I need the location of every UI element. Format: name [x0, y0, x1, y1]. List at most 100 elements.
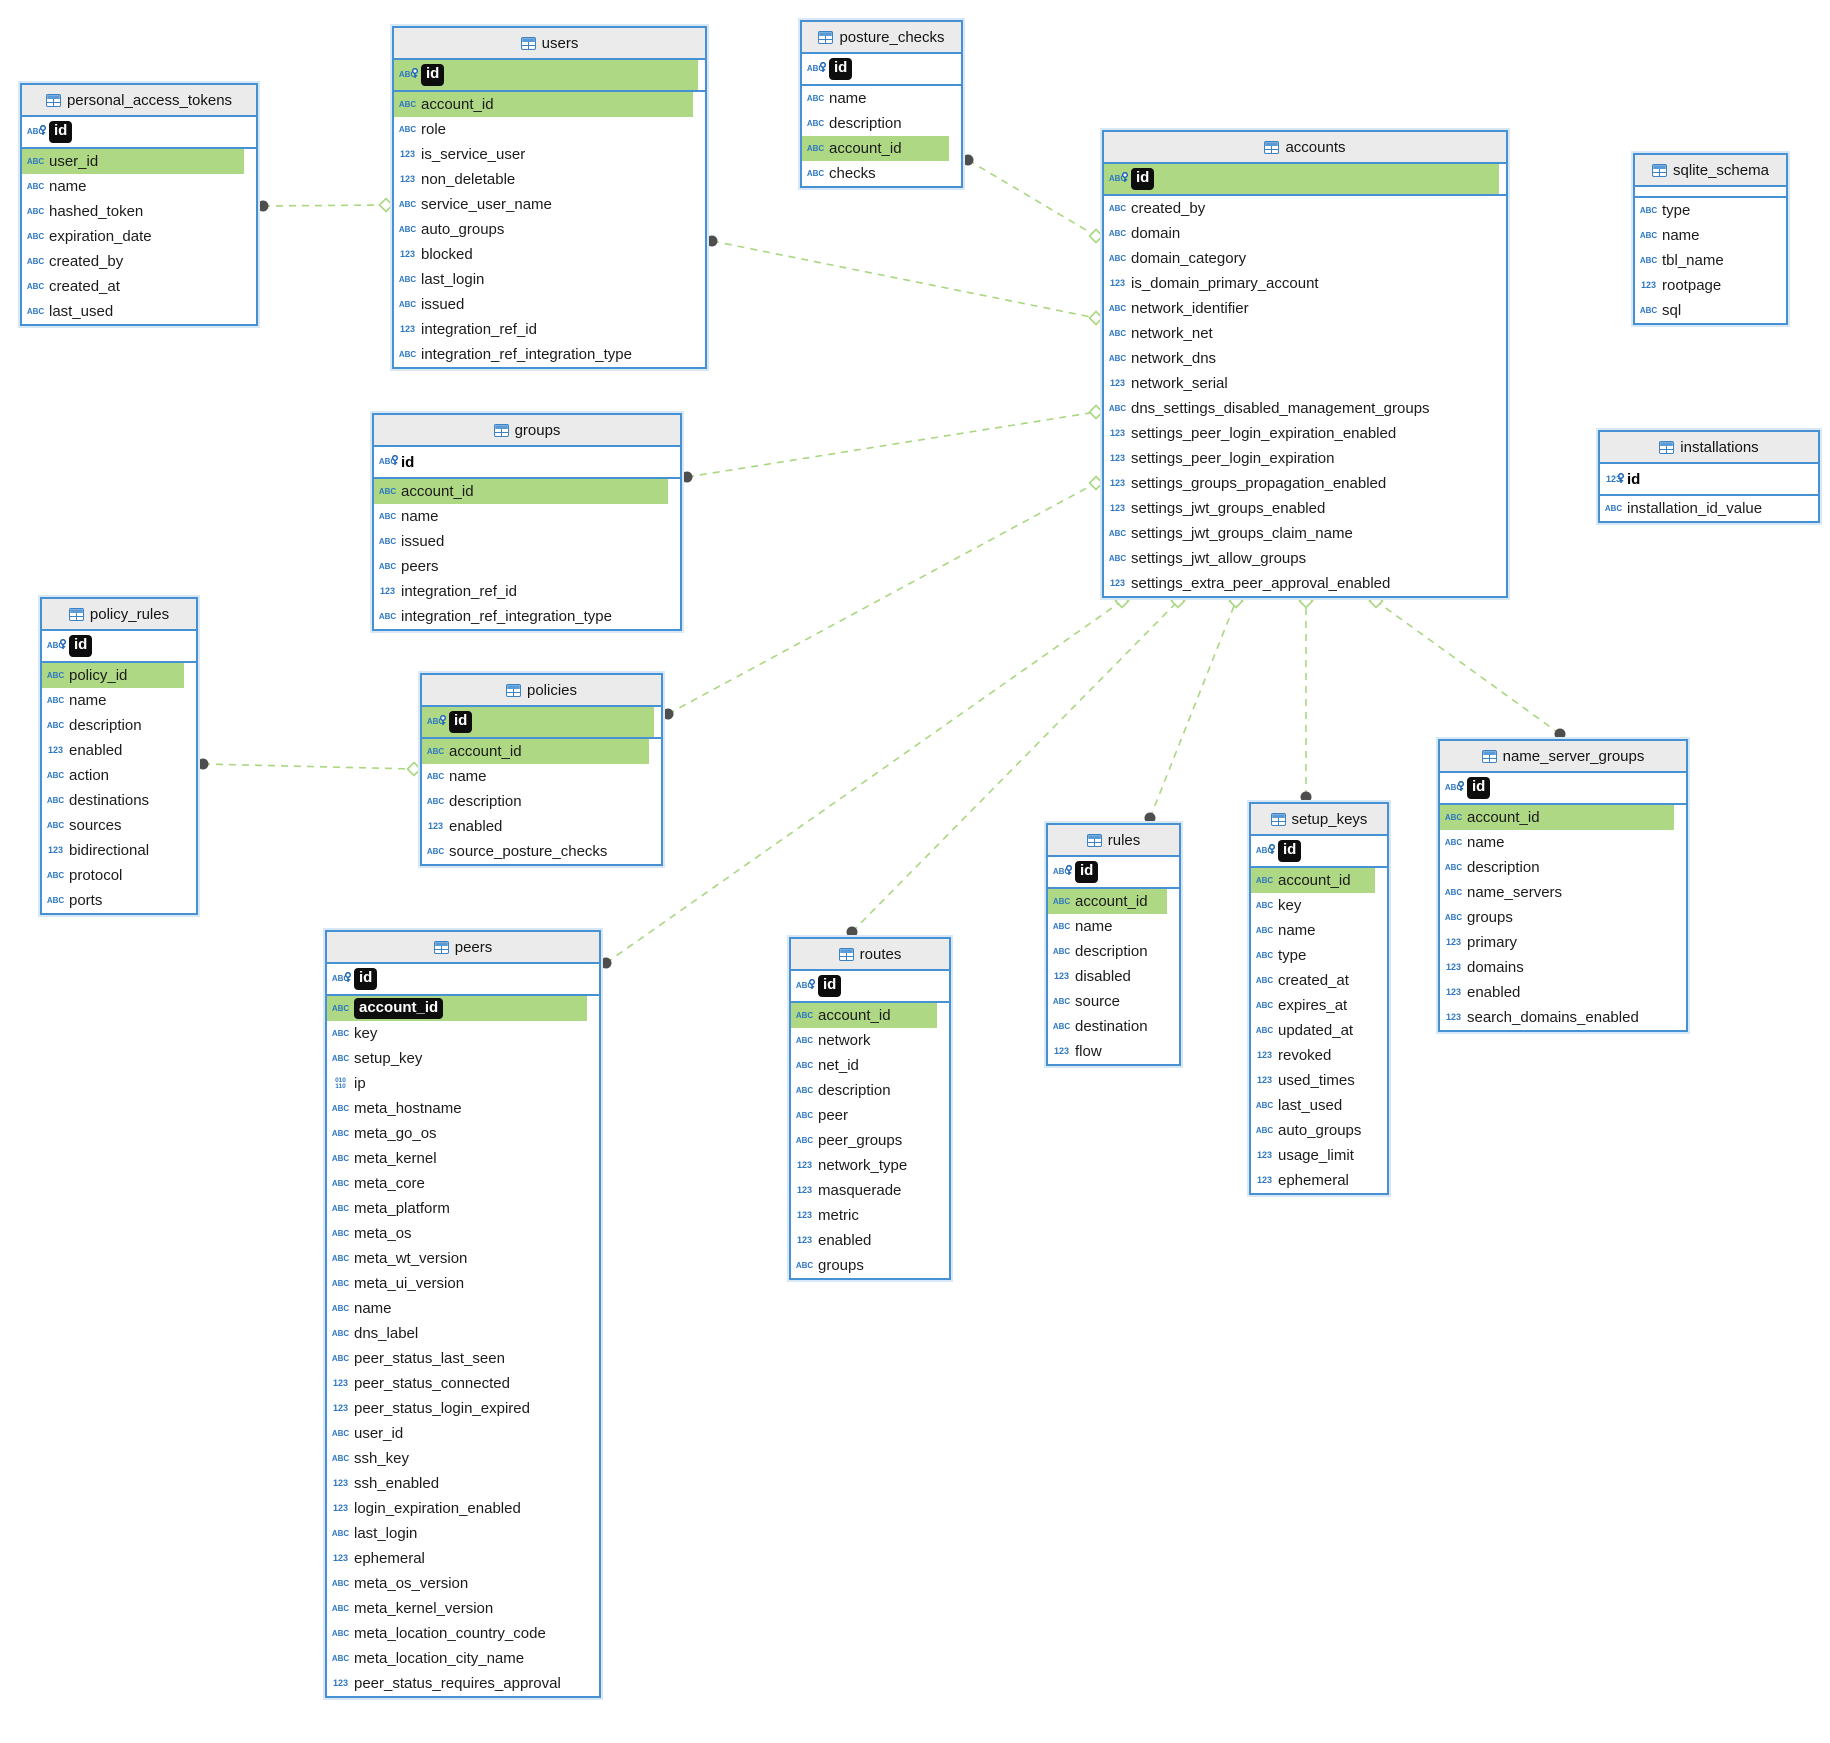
table-header-name_server_groups[interactable]: name_server_groups [1440, 741, 1686, 773]
table-header-peers[interactable]: peers [327, 932, 599, 964]
table-header-personal_access_tokens[interactable]: personal_access_tokens [22, 85, 256, 117]
table-header-policy_rules[interactable]: policy_rules [42, 599, 196, 631]
table-header-accounts[interactable]: accounts [1104, 132, 1506, 164]
table-header-posture_checks[interactable]: posture_checks [802, 22, 961, 54]
